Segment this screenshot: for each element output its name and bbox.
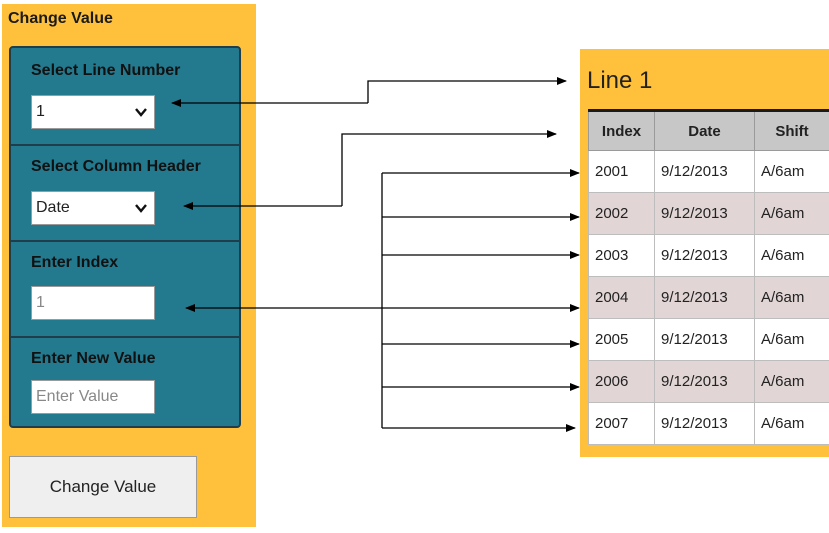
table-row: 2002 9/12/2013 A/6am — [588, 192, 829, 235]
column-header-select[interactable]: Date — [31, 191, 155, 225]
cell-date: 9/12/2013 — [654, 360, 755, 403]
cell-shift: A/6am — [754, 276, 829, 319]
cell-date: 9/12/2013 — [654, 276, 755, 319]
cell-index: 2001 — [588, 150, 655, 193]
line-number-label: Select Line Number — [31, 62, 181, 79]
arrow-line-to-title — [367, 77, 567, 103]
table-row: 2004 9/12/2013 A/6am — [588, 276, 829, 319]
cell-date: 9/12/2013 — [654, 192, 755, 235]
cell-index: 2003 — [588, 234, 655, 277]
line-number-section: Select Line Number 1 — [11, 48, 239, 144]
cell-shift: A/6am — [754, 150, 829, 193]
panel-title: Change Value — [8, 10, 113, 27]
line-number-select[interactable]: 1 — [31, 95, 155, 129]
new-value-label: Enter New Value — [31, 350, 156, 367]
chevron-down-icon — [135, 108, 147, 117]
table-header-row: Index Date Shift — [588, 109, 829, 151]
cell-shift: A/6am — [754, 318, 829, 361]
cell-date: 9/12/2013 — [654, 318, 755, 361]
table-row: 2003 9/12/2013 A/6am — [588, 234, 829, 277]
column-header-section: Select Column Header Date — [11, 144, 239, 240]
column-header-label: Select Column Header — [31, 158, 201, 175]
new-value-placeholder: Enter Value — [36, 388, 119, 405]
cell-date: 9/12/2013 — [654, 402, 755, 445]
table-row: 2005 9/12/2013 A/6am — [588, 318, 829, 361]
line-number-value: 1 — [36, 103, 45, 120]
control-box: Select Line Number 1 Select Column Heade… — [9, 46, 241, 428]
index-label: Enter Index — [31, 254, 119, 271]
line-data-table: Index Date Shift 2001 9/12/2013 A/6am 20… — [588, 109, 829, 445]
arrow-column-to-header — [341, 130, 557, 206]
new-value-section: Enter New Value Enter Value — [11, 336, 239, 428]
cell-index: 2004 — [588, 276, 655, 319]
chevron-down-icon — [135, 204, 147, 213]
column-header-value: Date — [36, 199, 70, 216]
index-input[interactable]: 1 — [31, 286, 155, 320]
header-index: Index — [588, 109, 655, 151]
cell-index: 2007 — [588, 402, 655, 445]
header-shift: Shift — [754, 109, 829, 151]
cell-shift: A/6am — [754, 234, 829, 277]
table-row: 2007 9/12/2013 A/6am — [588, 402, 829, 445]
header-date: Date — [654, 109, 755, 151]
change-value-panel: Change Value Select Line Number 1 Select… — [2, 4, 256, 527]
cell-shift: A/6am — [754, 402, 829, 445]
index-input-value: 1 — [36, 294, 45, 311]
line-table-panel: Line 1 Index Date Shift 2001 9/12/2013 A… — [580, 49, 829, 457]
table-row: 2006 9/12/2013 A/6am — [588, 360, 829, 403]
index-section: Enter Index 1 — [11, 240, 239, 336]
table-title: Line 1 — [587, 67, 653, 94]
cell-shift: A/6am — [754, 360, 829, 403]
cell-shift: A/6am — [754, 192, 829, 235]
new-value-input[interactable]: Enter Value — [31, 380, 155, 414]
cell-date: 9/12/2013 — [654, 150, 755, 193]
cell-index: 2002 — [588, 192, 655, 235]
cell-index: 2006 — [588, 360, 655, 403]
cell-date: 9/12/2013 — [654, 234, 755, 277]
table-row: 2001 9/12/2013 A/6am — [588, 150, 829, 193]
change-value-button[interactable]: Change Value — [9, 456, 197, 518]
